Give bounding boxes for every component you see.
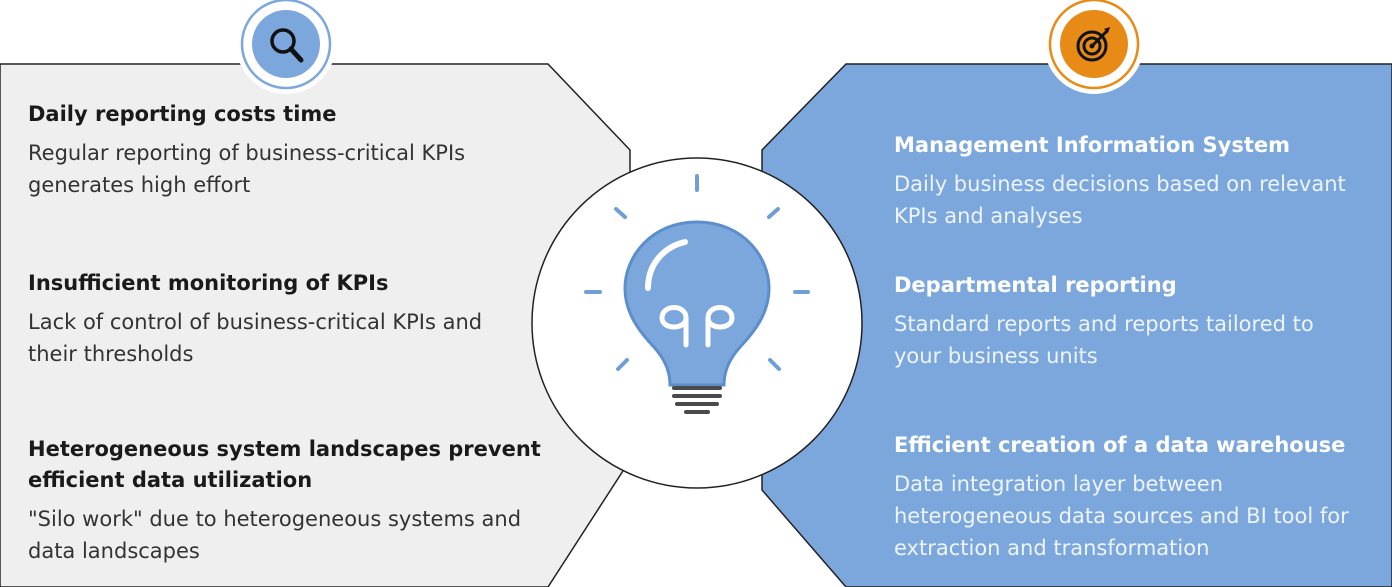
- lightbulb-icon: [584, 174, 810, 414]
- solution-item-1: Management Information System Daily busi…: [894, 130, 1346, 232]
- solutions-panel: [761, 63, 1392, 587]
- solution-title-3: Efficient creation of a data warehouse: [894, 433, 1346, 457]
- solution-title-1: Management Information System: [894, 133, 1291, 157]
- problem-title-3: Heterogeneous system landscapes prevent …: [28, 434, 541, 496]
- solution-description-3: Data integration layer between heterogen…: [894, 468, 1349, 564]
- problem-description-2: Lack of control of business-critical KPI…: [28, 306, 482, 370]
- problem-item-3: Heterogeneous system landscapes prevent …: [28, 434, 541, 567]
- solution-item-2: Departmental reporting Standard reports …: [894, 270, 1314, 372]
- problem-description-3: "Silo work" due to heterogeneous systems…: [28, 503, 541, 567]
- problem-description-1-line-1: Regular reporting of business-critical K…: [28, 141, 466, 165]
- solution-description-3-line-3: extraction and transformation: [894, 536, 1210, 560]
- problem-description-1: Regular reporting of business-critical K…: [28, 137, 465, 201]
- target-icon: [1044, 0, 1144, 94]
- solution-description-2-line-2: your business units: [894, 344, 1098, 368]
- problem-description-2-line-1: Lack of control of business-critical KPI…: [28, 310, 483, 334]
- solution-description-1: Daily business decisions based on releva…: [894, 168, 1346, 232]
- problem-title-2: Insufficient monitoring of KPIs: [28, 271, 389, 295]
- problem-item-1: Daily reporting costs time Regular repor…: [28, 99, 465, 201]
- solution-description-1-line-2: KPIs and analyses: [894, 204, 1083, 228]
- problem-title-3-line-1: Heterogeneous system landscapes prevent: [28, 437, 541, 461]
- problem-title-1: Daily reporting costs time: [28, 102, 337, 126]
- problem-title-3-line-2: efficient data utilization: [28, 468, 313, 492]
- solution-description-2-line-1: Standard reports and reports tailored to: [894, 312, 1314, 336]
- solution-title-2: Departmental reporting: [894, 273, 1177, 297]
- solution-description-3-line-1: Data integration layer between: [894, 472, 1224, 496]
- solution-description-2: Standard reports and reports tailored to…: [894, 308, 1314, 372]
- magnifier-icon: [236, 0, 336, 94]
- problem-description-3-line-1: "Silo work" due to heterogeneous systems…: [28, 507, 522, 531]
- problem-description-2-line-2: their thresholds: [28, 342, 194, 366]
- solution-description-1-line-1: Daily business decisions based on releva…: [894, 172, 1346, 196]
- problem-description-3-line-2: data landscapes: [28, 539, 200, 563]
- problem-item-2: Insufficient monitoring of KPIs Lack of …: [28, 268, 482, 370]
- problem-description-1-line-2: generates high effort: [28, 173, 251, 197]
- solution-item-3: Efficient creation of a data warehouse D…: [894, 430, 1349, 564]
- solution-description-3-line-2: heterogeneous data sources and BI tool f…: [894, 504, 1349, 528]
